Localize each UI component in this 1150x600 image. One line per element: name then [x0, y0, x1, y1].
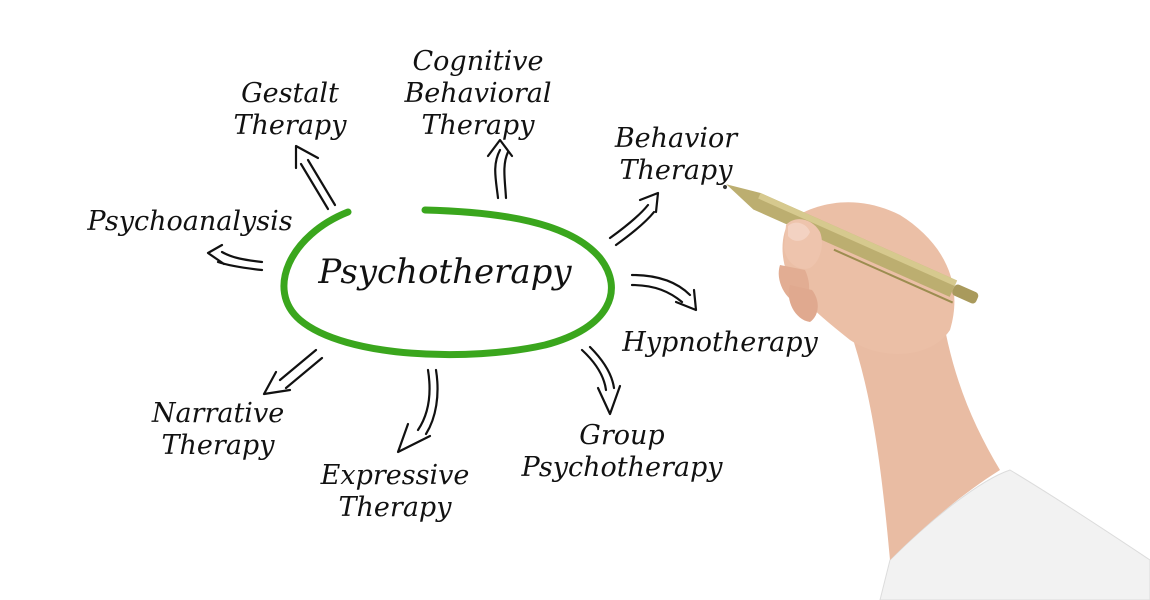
hand-photo — [723, 184, 1150, 600]
node-expressive-therapy: Expressive Therapy — [320, 460, 470, 523]
arrow-to-group — [580, 345, 622, 416]
arrow-to-narrative — [262, 348, 324, 396]
center-node-label: Psychotherapy — [318, 252, 572, 292]
arrow-to-behavior — [608, 191, 660, 247]
node-behavior-therapy: Behavior Therapy — [614, 123, 738, 186]
sleeve — [879, 469, 1150, 600]
node-narrative-therapy: Narrative Therapy — [151, 398, 285, 461]
node-group-psychotherapy: Group Psychotherapy — [521, 420, 723, 483]
center-ellipse — [280, 206, 615, 359]
arrow-to-gestalt — [294, 144, 337, 211]
arrow-to-expressive — [396, 368, 439, 454]
node-gestalt-therapy: Gestalt Therapy — [233, 78, 347, 141]
node-psychoanalysis: Psychoanalysis — [87, 206, 293, 237]
pen — [723, 184, 979, 304]
node-cognitive-behavioral-therapy: Cognitive Behavioral Therapy — [404, 46, 552, 141]
arrow-to-psychoanalysis — [206, 243, 264, 272]
arrow-to-cbt — [486, 138, 514, 200]
node-hypnotherapy: Hypnotherapy — [622, 327, 818, 358]
arrow-to-hypnotherapy — [630, 273, 698, 312]
forearm — [850, 300, 1000, 560]
